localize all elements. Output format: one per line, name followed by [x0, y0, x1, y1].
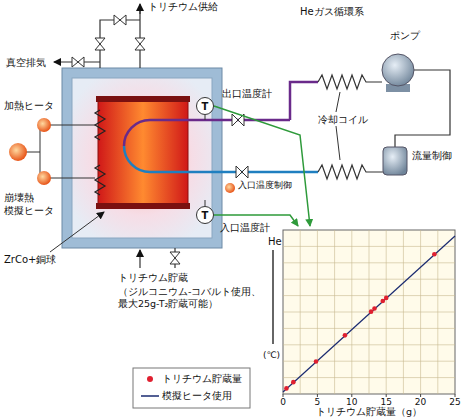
part-label: 真空排気: [6, 57, 46, 70]
part-label: 流量制御: [412, 150, 452, 162]
tick-label: 0: [280, 397, 286, 408]
part-label: ZrCo+銅球: [4, 254, 56, 267]
thermometer-symbol: T: [196, 97, 214, 115]
part-label: 入口温度計: [220, 222, 270, 234]
part-label: 入口温度制御: [238, 180, 292, 191]
axis-label: He: [268, 236, 282, 248]
thermometer-symbol: T: [196, 206, 214, 224]
part-label: トリチウム供給: [148, 1, 218, 14]
part-label: 冷却コイル: [318, 114, 368, 126]
part-label: 出口温度計: [222, 88, 272, 100]
legend-text: 模擬ヒータ使用: [162, 390, 232, 402]
thermometer-label: T: [202, 101, 209, 112]
part-label: ポンプ: [390, 30, 420, 43]
thermometer-label: T: [202, 210, 209, 221]
signal-arrow: [214, 106, 310, 226]
part-label: Heガス循環系: [300, 6, 364, 19]
legend-text: トリチウム貯蔵量: [162, 373, 242, 385]
part-label: （ジルコニウム-コバルト使用、 最大25g-T₂貯蔵可能）: [118, 286, 270, 310]
part-label: 加熱ヒータ: [4, 100, 54, 113]
tick-label: 25: [449, 397, 460, 408]
chart-panel: He(℃)0510152025トリチウム貯蔵量（g）: [262, 226, 458, 417]
part-label: 崩壊熱 模擬ヒータ: [4, 192, 56, 217]
axis-label: (℃): [263, 350, 280, 361]
axis-title: トリチウム貯蔵量（g）: [316, 406, 422, 417]
chart-plot: [262, 226, 458, 417]
part-label: トリチウム貯蔵: [118, 272, 188, 285]
